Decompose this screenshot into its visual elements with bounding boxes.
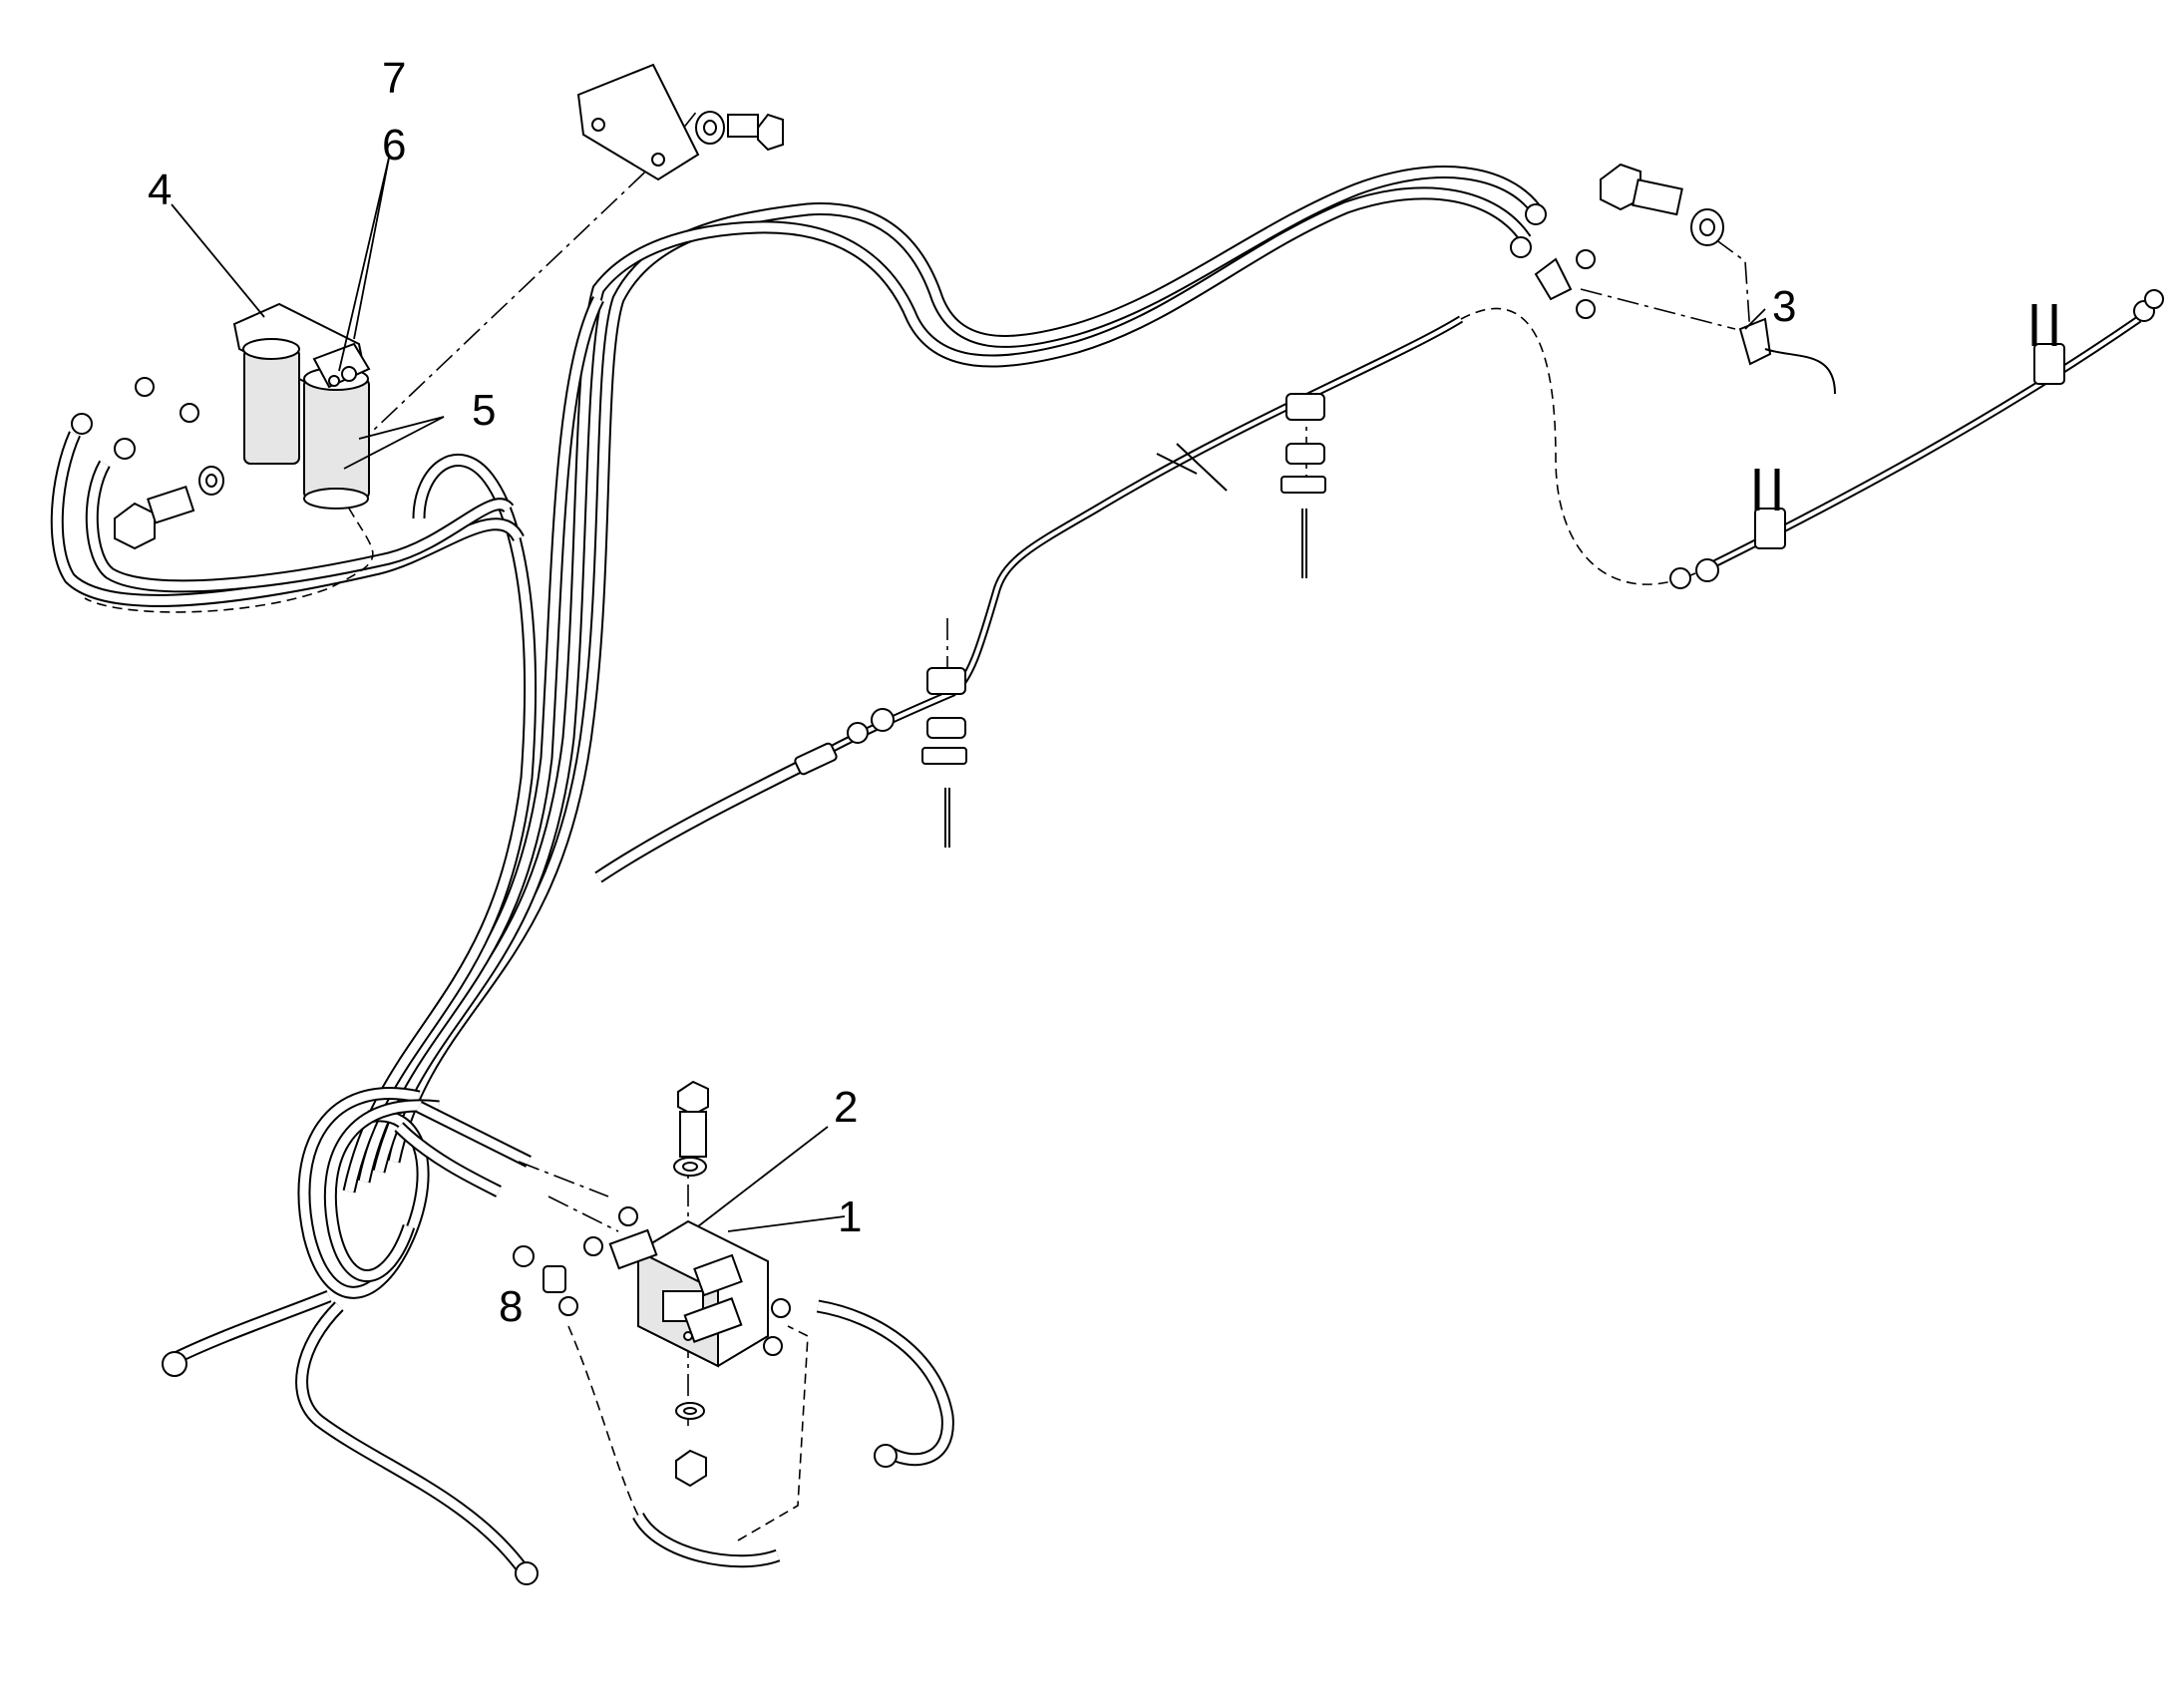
mounting-bracket [576, 63, 784, 181]
callout-5: 5 [472, 386, 496, 435]
callout-2: 2 [834, 1083, 858, 1132]
filter-hoses [50, 431, 525, 607]
callout-8: 8 [499, 1282, 523, 1331]
bolt-filter [114, 466, 224, 550]
callout-4: 4 [148, 166, 172, 214]
callout-3: 3 [1772, 282, 1796, 331]
right-pipe-brackets [1669, 289, 2164, 589]
pipe-break-mark [1156, 443, 1228, 492]
callout-labels: 1 2 3 4 5 6 7 8 [148, 54, 1796, 1331]
valve-block [608, 1219, 769, 1368]
lower-right-hose [632, 1299, 954, 1568]
callout-1: 1 [838, 1193, 862, 1241]
hose-clip [1738, 317, 1836, 395]
rigid-pipes [795, 315, 2142, 772]
pipe-clamps [921, 393, 1326, 848]
valve-fittings [162, 1206, 898, 1585]
leader-lines [171, 157, 1766, 1232]
hose-bundle [167, 166, 1542, 1574]
filter-fittings [71, 377, 199, 460]
dashed-lines [84, 109, 1751, 1541]
mid-pipe-fittings [794, 708, 895, 776]
callout-6: 6 [382, 121, 406, 170]
top-fittings [1510, 203, 1596, 319]
callout-7: 7 [382, 54, 406, 103]
filter-assembly [232, 302, 371, 510]
bolt-right [1600, 163, 1724, 246]
valve-hardware [673, 1080, 709, 1488]
